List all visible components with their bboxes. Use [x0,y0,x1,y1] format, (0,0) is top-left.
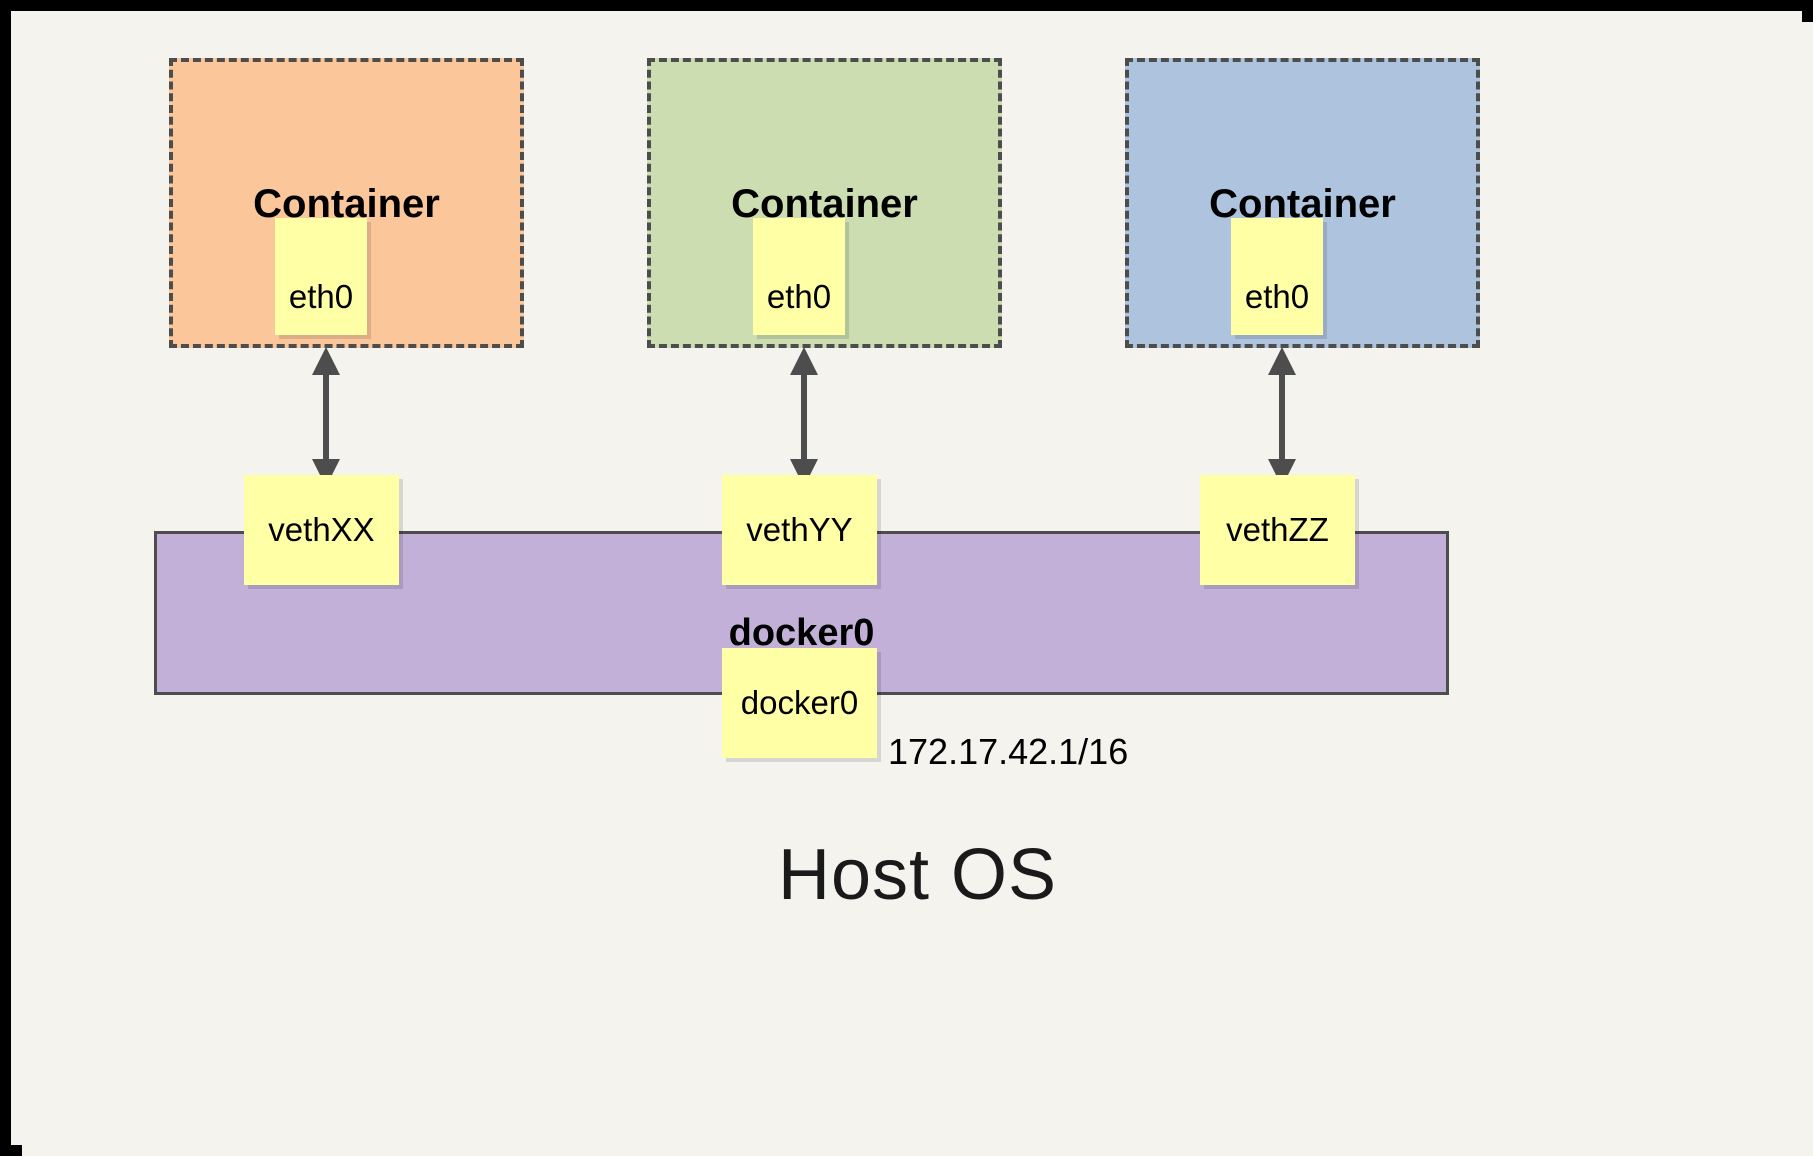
veth-box-1: vethXX [244,475,399,585]
veth-label-2: vethYY [746,511,853,548]
docker0-bar-label: docker0 [728,612,875,654]
diagram-canvas: Container Container Container eth0 eth0 … [22,22,1813,1156]
veth-box-3: vethZZ [1200,475,1355,585]
docker0-note-label: docker0 [740,684,859,721]
eth0-box-container-1: eth0 [275,218,367,335]
eth0-label-2: eth0 [766,277,832,315]
eth0-label-3: eth0 [1244,277,1310,315]
double-headed-arrow-icon-3 [1262,347,1302,487]
veth-label-3: vethZZ [1226,511,1329,548]
eth0-label-1: eth0 [288,277,354,315]
veth-label-1: vethXX [268,511,375,548]
double-headed-arrow-icon-1 [306,347,346,487]
docker0-ip-label: 172.17.42.1/16 [888,731,1129,772]
host-os-label: Host OS [777,835,1058,915]
docker0-interface-note: docker0 [722,648,877,758]
eth0-box-container-2: eth0 [753,218,845,335]
veth-box-2: vethYY [722,475,877,585]
eth0-box-container-3: eth0 [1231,218,1323,335]
double-headed-arrow-icon-2 [784,347,824,487]
